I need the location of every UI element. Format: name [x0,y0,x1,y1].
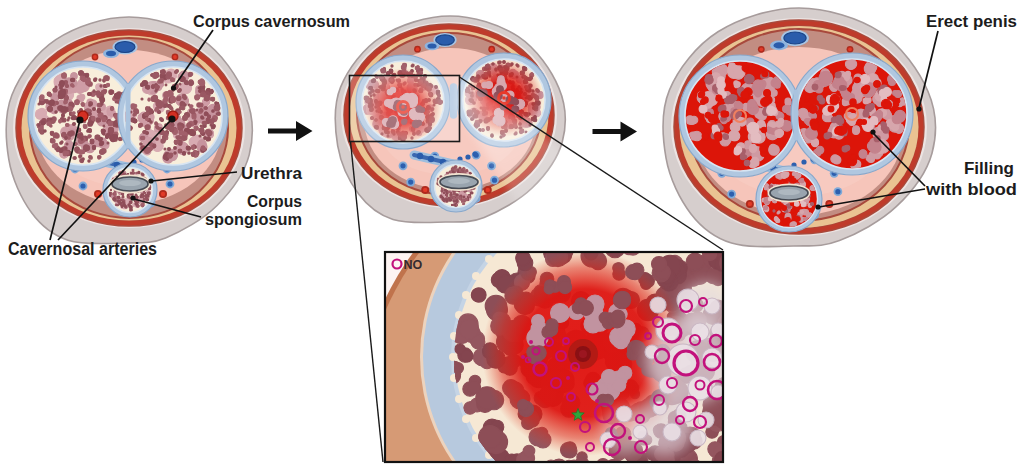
svg-text:Cavernosal arteries: Cavernosal arteries [8,239,157,259]
svg-text:spongiosum: spongiosum [205,210,302,229]
svg-text:NO: NO [404,258,423,272]
svg-text:Corpus: Corpus [247,192,302,211]
svg-text:Corpus cavernosum: Corpus cavernosum [193,12,350,31]
svg-text:with blood: with blood [925,180,1017,199]
svg-text:Filling: Filling [964,159,1014,178]
svg-text:Erect penis: Erect penis [926,12,1017,31]
svg-text:Urethra: Urethra [241,164,303,183]
